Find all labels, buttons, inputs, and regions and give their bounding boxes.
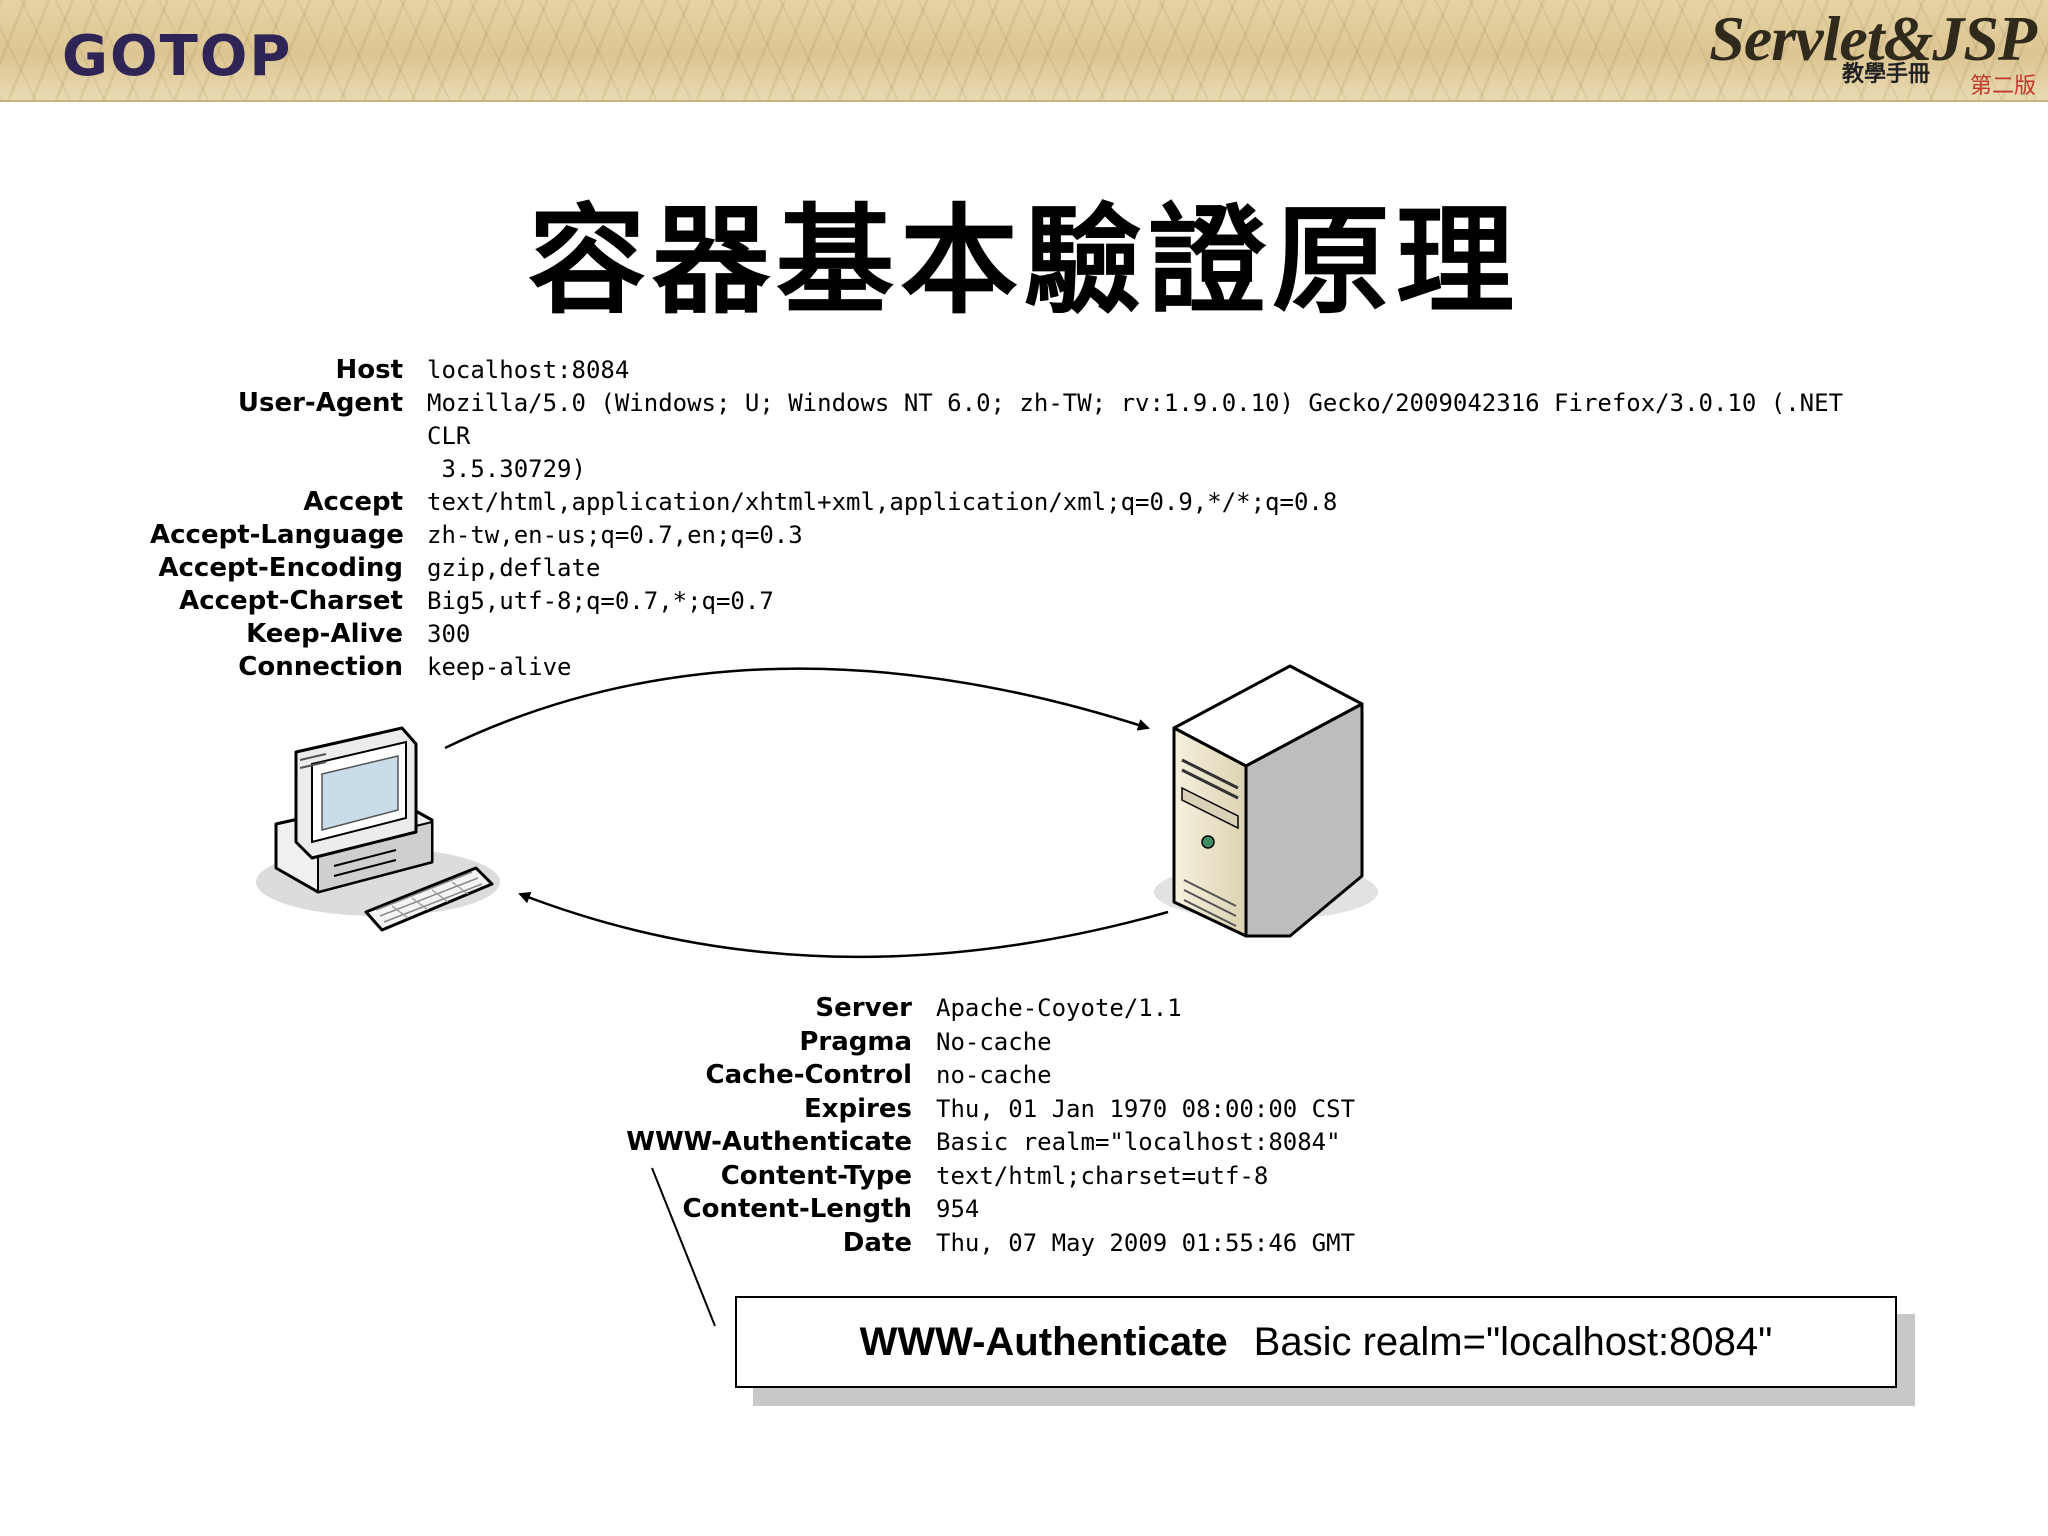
- header-value: Thu, 07 May 2009 01:55:46 GMT: [936, 1228, 1356, 1257]
- brand-edition: 第二版: [1969, 74, 2036, 99]
- header-key: Accept-Charset: [179, 586, 403, 616]
- header-value: gzip,deflate: [427, 554, 601, 582]
- header-value: Mozilla/5.0 (Windows; U; Windows NT 6.0;…: [427, 389, 1844, 483]
- brand-subtitle: 教學手冊: [1841, 62, 1930, 87]
- header-key: Host: [335, 355, 403, 385]
- header-value: Thu, 01 Jan 1970 08:00:00 CST: [936, 1094, 1356, 1123]
- header-key: Keep-Alive: [246, 619, 403, 649]
- header-value: Basic realm="localhost:8084": [936, 1128, 1341, 1156]
- header-key: Server: [815, 993, 912, 1023]
- header-banner: GOTOP Servlet&JSP 教學手冊 第二版: [0, 0, 2048, 102]
- response-header-row: Server Apache-Coyote/1.1: [620, 992, 1420, 1026]
- request-header-row: Host localhost:8084: [150, 354, 1900, 387]
- header-key: Accept-Encoding: [158, 553, 403, 583]
- callout-leader-line: [651, 1167, 716, 1327]
- response-header-row: Pragma No-cache: [620, 1026, 1420, 1060]
- header-key: Connection: [238, 652, 403, 682]
- header-value: no-cache: [936, 1061, 1052, 1089]
- callout-key: WWW-Authenticate: [859, 1319, 1228, 1364]
- header-key: Content-Type: [720, 1160, 912, 1191]
- response-headers-table: Server Apache-Coyote/1.1 Pragma No-cache C…: [620, 992, 1420, 1260]
- response-header-row: WWW-Authenticate Basic realm="localhost:8…: [620, 1126, 1420, 1160]
- request-header-row: Accept-Encoding gzip,deflate: [150, 552, 1900, 585]
- header-value: text/html,application/xhtml+xml,applicat…: [427, 488, 1338, 516]
- gotop-logo: GOTOP: [62, 24, 293, 89]
- request-header-row: Accept text/html,application/xhtml+xml,ap…: [150, 486, 1900, 519]
- header-key: Expires: [804, 1093, 912, 1124]
- request-header-row: Connection keep-alive: [150, 651, 1900, 684]
- header-key: Content-Length: [682, 1194, 912, 1224]
- request-header-row: Keep-Alive 300: [150, 618, 1900, 651]
- header-value: 954: [936, 1195, 980, 1223]
- header-value: 300: [427, 620, 471, 648]
- header-key: User-Agent: [237, 388, 403, 418]
- header-key: Accept: [303, 487, 403, 517]
- response-header-row: Content-Type text/html;charset=utf-8: [620, 1160, 1420, 1194]
- header-value: localhost:8084: [427, 356, 630, 384]
- header-key: Cache-Control: [705, 1060, 912, 1090]
- header-key: Accept-Language: [150, 520, 404, 550]
- callout-value: Basic realm="localhost:8084": [1253, 1319, 1773, 1364]
- header-value: keep-alive: [427, 653, 572, 681]
- header-value: text/html;charset=utf-8: [936, 1161, 1269, 1190]
- header-key: Pragma: [799, 1026, 912, 1057]
- slide-title: 容器基本驗證原理: [527, 192, 1520, 330]
- header-key: WWW-Authenticate: [626, 1127, 912, 1157]
- client-computer-icon: [256, 726, 500, 932]
- brand-title: Servlet&JSP: [1709, 3, 2037, 74]
- request-header-row: Accept-Charset Big5,utf-8;q=0.7,*;q=0.7: [150, 585, 1900, 618]
- header-value: No-cache: [936, 1027, 1052, 1056]
- server-tower-icon: [1154, 664, 1378, 938]
- www-authenticate-callout: WWW-Authenticate Basic realm="localhost:…: [735, 1296, 1897, 1388]
- header-key: Date: [842, 1227, 912, 1258]
- header-value: zh-tw,en-us;q=0.7,en;q=0.3: [427, 521, 803, 549]
- book-brand-logo: Servlet&JSP 教學手冊 第二版: [1709, 0, 2048, 100]
- response-header-row: Content-Length 954: [620, 1193, 1420, 1227]
- response-header-row: Expires Thu, 01 Jan 1970 08:00:00 CST: [620, 1093, 1420, 1127]
- response-header-row: Cache-Control no-cache: [620, 1059, 1420, 1093]
- header-value: Apache-Coyote/1.1: [936, 994, 1182, 1022]
- request-header-row: Accept-Language zh-tw,en-us;q=0.7,en;q=0.…: [150, 519, 1900, 552]
- header-value: Big5,utf-8;q=0.7,*;q=0.7: [427, 587, 774, 615]
- request-headers-table: Host localhost:8084 User-Agent Mozilla/5.0…: [150, 354, 1900, 684]
- request-header-row: User-Agent Mozilla/5.0 (Windows; U; Windo…: [150, 387, 1900, 486]
- request-arrow: [444, 667, 1150, 750]
- response-arrow: [518, 892, 1169, 959]
- response-header-row: Date Thu, 07 May 2009 01:55:46 GMT: [620, 1227, 1420, 1261]
